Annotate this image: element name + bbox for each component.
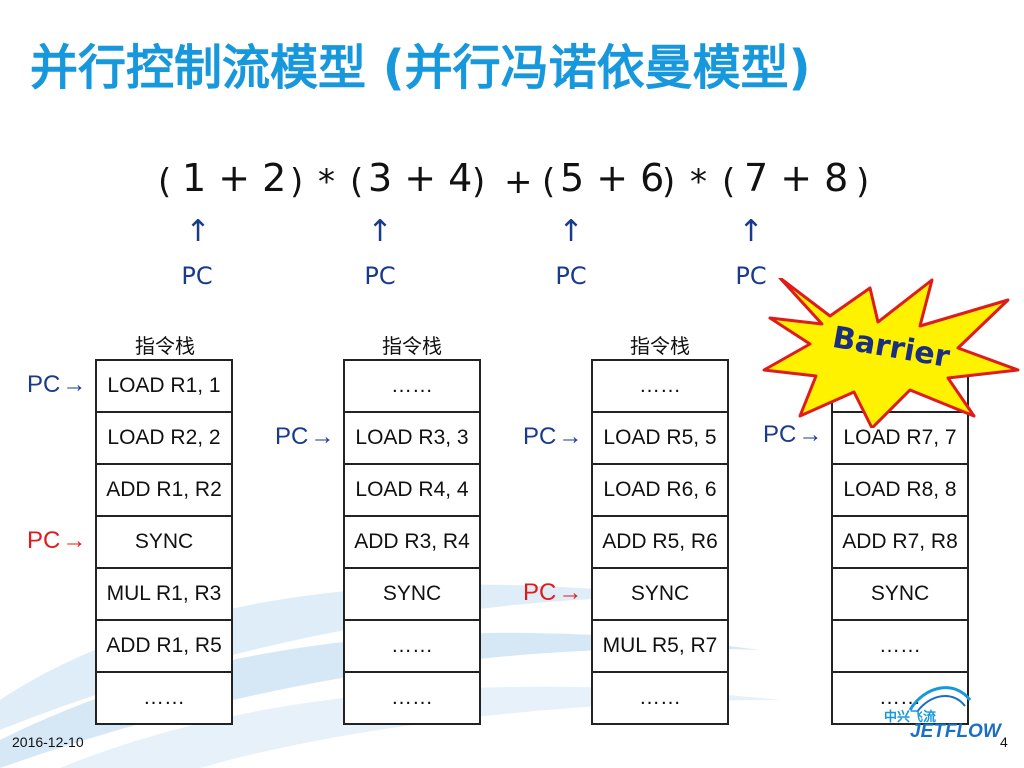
page-number: 4 [1000,734,1008,750]
right-arrow-icon: → [310,423,335,450]
stack-title: 指令栈 [382,334,442,358]
pc-pointer-blue: PC→ [763,421,822,449]
logo-text-en: JETFLOW [910,721,1001,742]
right-arrow-icon: → [62,371,87,398]
stack-cell: …… [591,359,729,413]
stack-cell: LOAD R8, 8 [831,463,969,517]
stack-cell: …… [343,671,481,725]
expr-term-2: 3 + 4 [368,156,473,200]
stack-cell: …… [343,619,481,673]
stack-cell: LOAD R7, 7 [831,411,969,465]
stack-cell: …… [95,671,233,725]
pc-pointer-label: PC [364,262,396,290]
jetflow-logo-icon [908,686,972,713]
stack-cell: ADD R3, R4 [343,515,481,569]
expr-term-3: 5 + 6 [560,156,665,200]
stack-cell: MUL R5, R7 [591,619,729,673]
up-arrow-icon: ↑ [738,214,764,249]
stack-cell: LOAD R6, 6 [591,463,729,517]
pc-pointer-blue: PC→ [275,423,334,451]
expression: ( 1 + 2 ) * ( 3 + 4 ) + ( 5 + 6 ) * ( 7 … [150,156,910,206]
up-arrow-icon: ↑ [558,214,584,249]
stack-cell: …… [831,671,969,725]
instruction-stack-3: …… LOAD R5, 5 LOAD R6, 6 ADD R5, R6 SYNC… [591,359,729,725]
pc-label: PC [275,423,309,450]
stack-cell: ADD R5, R6 [591,515,729,569]
stack-cell: MUL R1, R3 [95,567,233,621]
up-arrow-icon: ↑ [185,214,211,249]
stack-cell: ADD R1, R2 [95,463,233,517]
right-arrow-icon: → [798,421,823,448]
stack-cell: …… [591,671,729,725]
logo-text-cn: 中兴飞流 [884,710,937,725]
slide-title: 并行控制流模型 (并行冯诺依曼模型) [30,40,811,96]
stack-cell: ADD R7, R8 [831,515,969,569]
right-arrow-icon: → [558,423,583,450]
expr-term-1: 1 + 2 [182,156,287,200]
pc-pointer-label: PC [555,262,587,290]
stack-cell: ADD R1, R5 [95,619,233,673]
right-arrow-icon: → [62,527,87,554]
stack-cell: …… [831,619,969,673]
stack-cell: LOAD R5, 5 [591,411,729,465]
stack-cell: LOAD R2, 2 [95,411,233,465]
pc-pointer-red: PC→ [523,579,582,607]
pc-pointer-label: PC [181,262,213,290]
stack-cell: LOAD R3, 3 [343,411,481,465]
pc-label: PC [27,527,61,554]
stack-title: 指令栈 [135,334,195,358]
stack-cell: LOAD R1, 1 [95,359,233,413]
operator-mul-2: * [690,162,707,202]
pc-label: PC [523,423,557,450]
instruction-stack-2: …… LOAD R3, 3 LOAD R4, 4 ADD R3, R4 SYNC… [343,359,481,725]
operator-plus: + [504,162,533,202]
stack-title: 指令栈 [630,334,690,358]
right-arrow-icon: → [558,579,583,606]
paren-close-4: ) [856,162,870,202]
slide-date: 2016-12-10 [12,734,84,750]
pc-pointer-label: PC [735,262,767,290]
pc-label: PC [523,579,557,606]
stack-cell: SYNC [95,515,233,569]
pc-pointer-blue: PC→ [27,371,86,399]
paren-open-1: ( [158,162,172,202]
pc-label: PC [27,371,61,398]
pc-pointer-blue: PC→ [523,423,582,451]
expr-term-4: 7 + 8 [744,156,849,200]
paren-close-2: ) [472,162,486,202]
paren-open-2: ( [350,162,364,202]
paren-open-4: ( [722,162,736,202]
stack-cell: …… [343,359,481,413]
barrier-burst [762,278,1020,428]
instruction-stack-1: LOAD R1, 1 LOAD R2, 2 ADD R1, R2 SYNC MU… [95,359,233,725]
pc-label: PC [763,421,797,448]
stack-cell: SYNC [831,567,969,621]
pc-pointer-red: PC→ [27,527,86,555]
stack-cell: SYNC [343,567,481,621]
paren-open-3: ( [542,162,556,202]
operator-mul-1: * [318,162,335,202]
paren-close-3: ) [662,162,676,202]
up-arrow-icon: ↑ [367,214,393,249]
paren-close-1: ) [290,162,304,202]
stack-cell: LOAD R4, 4 [343,463,481,517]
stack-cell: SYNC [591,567,729,621]
